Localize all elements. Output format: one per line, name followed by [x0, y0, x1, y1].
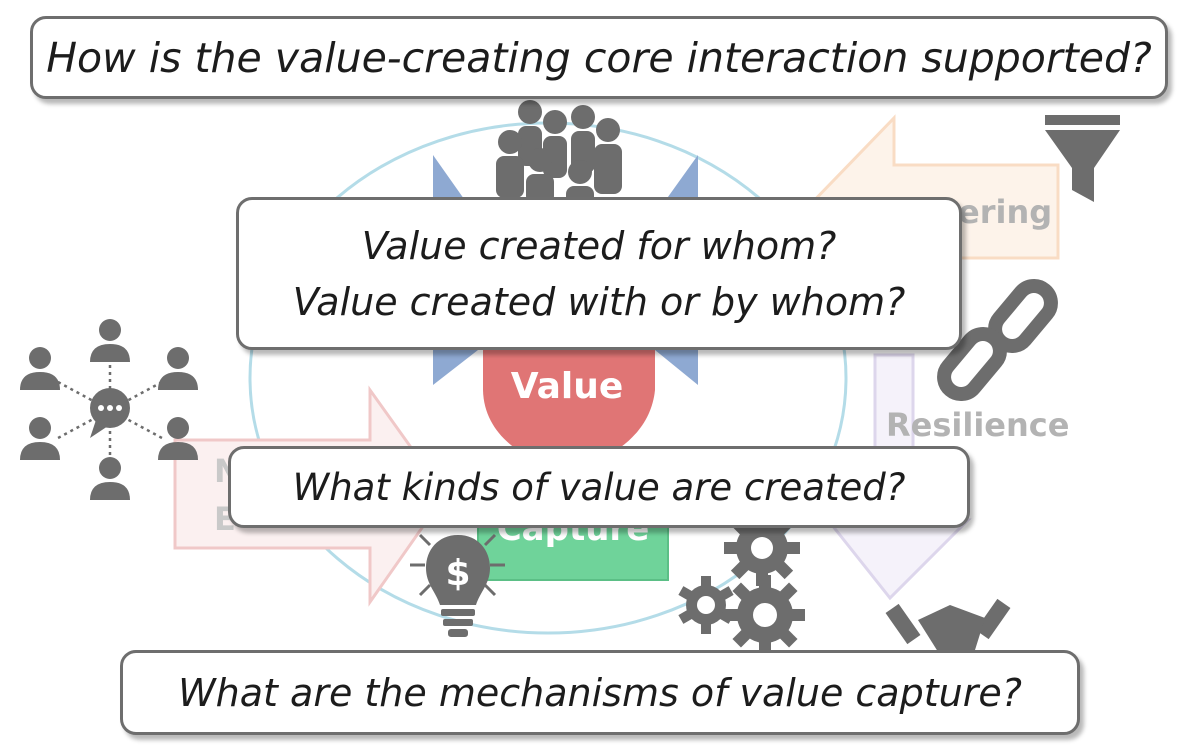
- question-capture-text: What are the mechanisms of value capture…: [178, 670, 1022, 715]
- dollar-bulb-icon: $: [410, 533, 505, 637]
- question-with-by-whom-text: Value created with or by whom?: [292, 279, 906, 324]
- handshake-icon: [885, 598, 1011, 655]
- value-label: Value: [511, 366, 624, 407]
- question-for-whom-text: Value created for whom?: [361, 223, 837, 268]
- question-core-interaction: How is the value-creating core interacti…: [30, 16, 1168, 99]
- value-shape: [483, 340, 655, 468]
- gears-icon: [678, 510, 805, 655]
- network-chat-icon: [20, 319, 198, 500]
- question-kinds-of-value: What kinds of value are created?: [228, 446, 970, 528]
- filtering-label: ering: [958, 193, 1053, 231]
- resilience-label: Resilience: [886, 406, 1070, 444]
- chain-link-icon: [937, 278, 1058, 402]
- question-value-capture: What are the mechanisms of value capture…: [120, 650, 1080, 735]
- funnel-icon: [1045, 115, 1120, 202]
- question-kinds-text: What kinds of value are created?: [292, 465, 906, 509]
- people-group-icon: [496, 100, 622, 206]
- question-core-interaction-text: How is the value-creating core interacti…: [46, 33, 1152, 82]
- svg-text:$: $: [445, 553, 470, 594]
- question-for-with-whom: Value created for whom? Value created wi…: [236, 197, 962, 350]
